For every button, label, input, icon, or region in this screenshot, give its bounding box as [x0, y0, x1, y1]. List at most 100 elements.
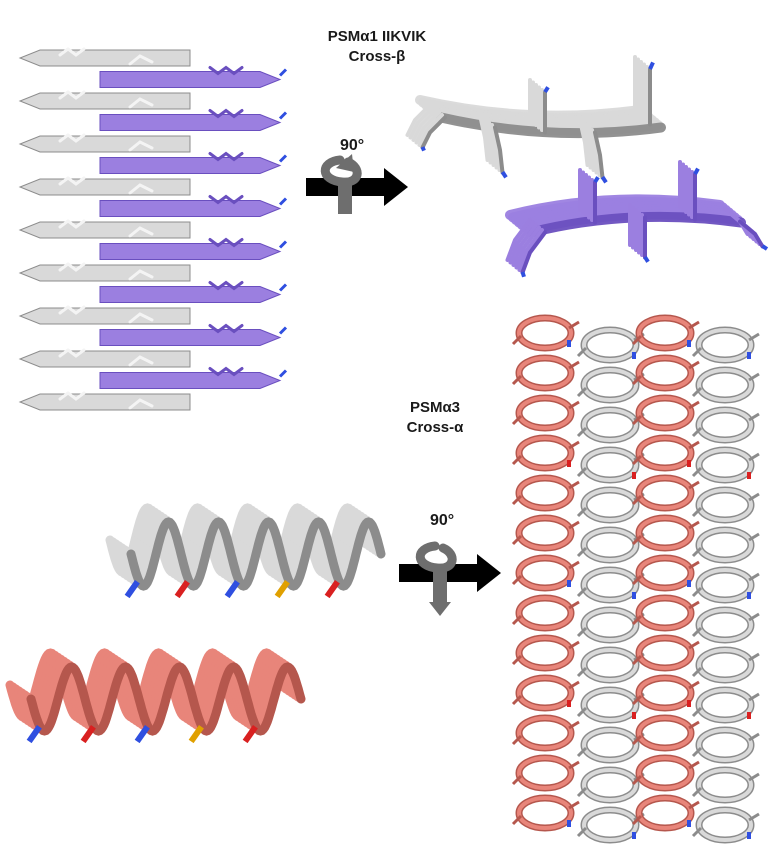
purple-strand	[99, 108, 288, 131]
side-chain	[590, 128, 602, 177]
helix-turn-highlight	[637, 356, 693, 390]
nitrogen-atom	[543, 86, 550, 94]
helix-turn-highlight	[637, 396, 693, 430]
side-chain	[128, 97, 154, 109]
side-chain	[58, 262, 86, 272]
purple-strand-ribbon	[99, 329, 282, 346]
side-chain	[58, 47, 86, 57]
side-chain	[631, 720, 700, 746]
side-chain	[593, 130, 605, 180]
side-chain	[484, 118, 496, 167]
nitrogen-atom	[278, 154, 288, 163]
bottom-rotation-arrow	[399, 541, 501, 616]
side-chain	[691, 532, 760, 558]
atom-stick	[174, 580, 190, 599]
nitrogen-atom	[593, 176, 600, 184]
atom-stick	[632, 832, 636, 839]
nitrogen-atom	[278, 283, 288, 292]
helix-turn-highlight	[517, 396, 573, 430]
nitrogen-atom	[693, 167, 700, 175]
side-chain	[514, 225, 541, 270]
grey-strand	[18, 391, 191, 411]
side-chain	[58, 348, 86, 358]
helix-ribbon-layer	[126, 517, 386, 591]
side-chain	[511, 223, 538, 267]
helix-turn-highlight	[517, 476, 573, 510]
helix-turn-highlight	[697, 688, 753, 722]
salmon-helix-column	[631, 314, 700, 832]
side-chain	[578, 118, 590, 167]
side-chain	[414, 110, 441, 145]
helix-turn-highlight	[697, 808, 753, 842]
grey-strand-ribbon	[18, 49, 191, 67]
side-chain	[517, 228, 544, 272]
purple-strand	[99, 237, 288, 260]
side-chain	[58, 133, 86, 143]
helix-turn-highlight	[697, 608, 753, 642]
helix-turn-highlight	[697, 568, 753, 602]
side-chain	[511, 800, 580, 826]
side-chain	[128, 355, 154, 367]
side-chain	[408, 105, 435, 140]
helix-turn-highlight	[697, 728, 753, 762]
helix-turn-highlight	[637, 556, 693, 590]
atom-stick	[687, 340, 691, 347]
side-chain	[208, 151, 244, 162]
helix-turn-highlight	[582, 488, 638, 522]
grey-strand	[18, 262, 191, 282]
side-chain	[511, 680, 580, 706]
grey-strand	[18, 219, 191, 239]
nitrogen-atom	[278, 326, 288, 335]
nitrogen-atom	[278, 111, 288, 120]
helix-turn-highlight	[517, 596, 573, 630]
helix-turn-highlight	[517, 676, 573, 710]
helix-turn-highlight	[582, 328, 638, 362]
side-chain	[478, 113, 490, 162]
side-chain	[511, 640, 580, 666]
side-chain	[631, 640, 700, 666]
helix-turn-highlight	[637, 756, 693, 790]
helix-turn-highlight	[697, 528, 753, 562]
top-rotation-arrow	[306, 154, 408, 214]
grey-strand	[18, 176, 191, 196]
atom-stick	[747, 592, 751, 599]
salmon-helix-column	[511, 314, 580, 832]
side-chain	[631, 560, 700, 586]
helix-turn-highlight	[582, 608, 638, 642]
side-chain	[691, 772, 760, 798]
side-chain	[58, 219, 86, 229]
side-chain	[631, 480, 700, 506]
grey-strand	[18, 47, 191, 67]
atom-stick	[687, 460, 691, 467]
side-chain	[417, 113, 444, 147]
side-chain	[511, 440, 580, 466]
side-chain	[691, 812, 760, 838]
purple-strand-ribbon	[99, 114, 282, 131]
side-chain	[631, 600, 700, 626]
atom-stick	[632, 712, 636, 719]
atom-stick	[567, 460, 571, 467]
side-chain	[208, 237, 244, 248]
helix-turn-highlight	[637, 476, 693, 510]
helix-turn-highlight	[582, 528, 638, 562]
helix-turn-highlight	[637, 436, 693, 470]
purple-sheet-top-view	[505, 160, 769, 278]
top-arrow-head	[384, 168, 408, 206]
side-chain	[631, 680, 700, 706]
cross-beta-sheet-stack-side-view	[18, 47, 288, 411]
atom-stick	[134, 725, 150, 744]
side-chain	[405, 103, 432, 137]
atom-stick	[747, 352, 751, 359]
side-chain	[691, 492, 760, 518]
helix-turn-highlight	[582, 808, 638, 842]
grey-sheet-top-view	[405, 55, 666, 184]
helix-turn-highlight	[517, 516, 573, 550]
atom-stick	[747, 712, 751, 719]
helix-turn-highlight	[517, 556, 573, 590]
side-chain	[208, 65, 244, 76]
helix-turn-highlight	[697, 448, 753, 482]
side-chain	[508, 220, 535, 265]
psma1-title-line1: PSMα1 IIKVIK	[327, 28, 427, 45]
atom-stick	[687, 820, 691, 827]
purple-strand-ribbon	[99, 243, 282, 260]
